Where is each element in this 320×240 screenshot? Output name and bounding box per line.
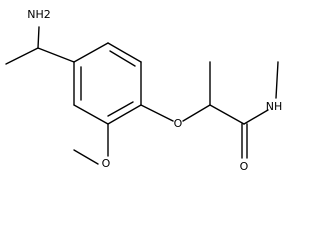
ring-double-bond-2 xyxy=(107,101,134,117)
structure-diagram: NH2 O O O NH xyxy=(5,8,283,173)
bond-ring-ether-o xyxy=(140,104,174,122)
ring-bond-5 xyxy=(73,104,109,125)
bond-ether-o-ch xyxy=(182,104,211,122)
bond-carbonyl-nh xyxy=(243,109,269,125)
bond-ch-methyl xyxy=(5,47,39,65)
amine-nh2-label: NH2 xyxy=(27,8,51,21)
amide-nh-label: NH xyxy=(266,100,283,113)
bond-nh-methyl xyxy=(275,61,279,99)
ring-double-bond-1 xyxy=(109,50,136,67)
bond-ch-ring xyxy=(37,47,75,63)
bond-nh2-ch xyxy=(37,26,40,49)
ring-bond-4 xyxy=(107,104,142,125)
methoxy-oxygen-label: O xyxy=(102,157,111,170)
ring-bond-1 xyxy=(73,42,109,63)
carbonyl-oxygen-label: O xyxy=(240,160,249,173)
ether-oxygen-label: O xyxy=(174,117,183,130)
bond-ch-carbonyl-c xyxy=(209,104,245,125)
bond-methoxy-o-methyl xyxy=(73,149,99,165)
ring-bond-2 xyxy=(107,42,142,63)
